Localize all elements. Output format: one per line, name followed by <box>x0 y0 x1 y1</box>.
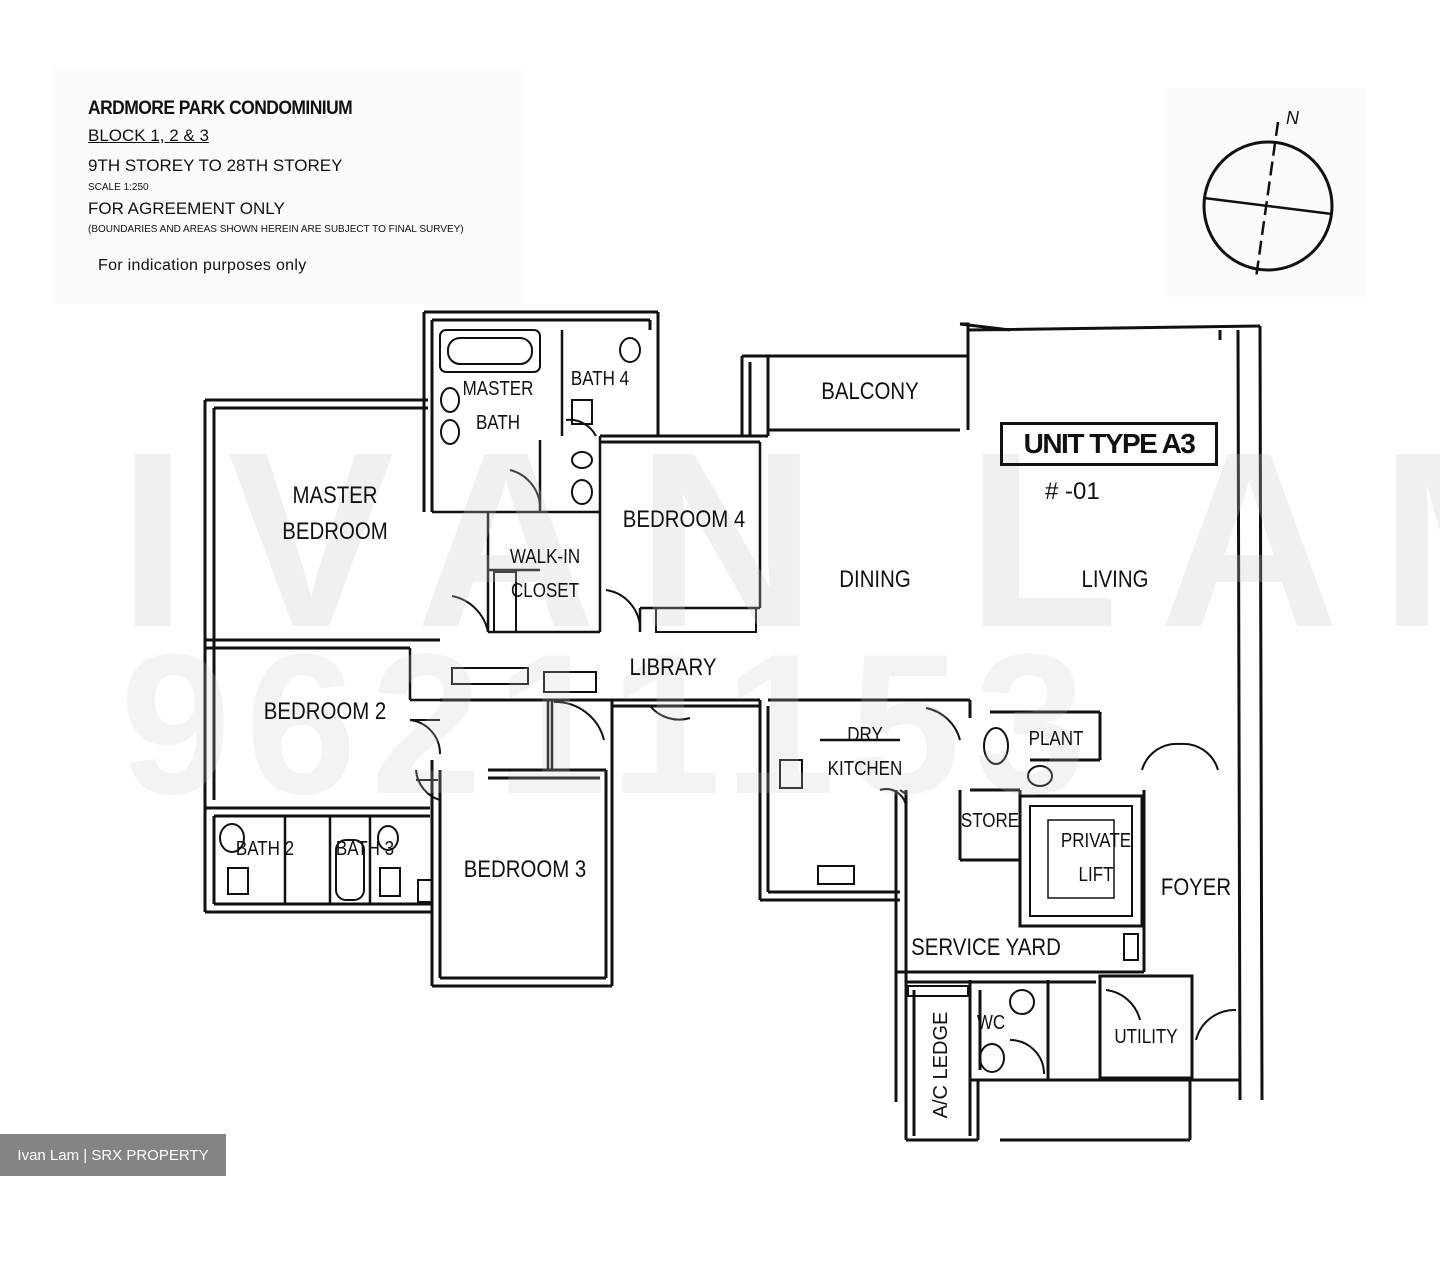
room-dining-label: DINING <box>839 566 911 593</box>
room-master-bath-label-1: MASTER <box>462 378 534 400</box>
room-bath-4-label: BATH 4 <box>570 368 630 390</box>
room-foyer-label: FOYER <box>1160 874 1232 901</box>
door-swings <box>409 418 1237 1075</box>
room-dry-kitchen-label-2: KITCHEN <box>827 758 903 780</box>
room-plant-label: PLANT <box>1028 728 1084 750</box>
room-bedroom-4-label: BEDROOM 4 <box>622 506 746 533</box>
room-library-label: LIBRARY <box>629 654 717 681</box>
north-label: N <box>1286 108 1299 128</box>
room-balcony-label: BALCONY <box>821 378 919 405</box>
north-compass-icon <box>1202 121 1334 279</box>
room-wc-label: WC <box>976 1012 1006 1034</box>
compass-panel <box>1166 88 1366 298</box>
room-private-lift-label-2: LIFT <box>1078 864 1114 886</box>
room-master-bedroom-label-2: BEDROOM <box>282 518 388 545</box>
agent-credit-badge: Ivan Lam | SRX PROPERTY <box>0 1134 226 1176</box>
header-panel <box>52 68 522 304</box>
room-walk-in-label-2: CLOSET <box>510 580 580 602</box>
room-walk-in-label-1: WALK-IN <box>509 546 581 568</box>
room-service-yard-label: SERVICE YARD <box>911 934 1061 961</box>
fixtures <box>219 329 1139 1073</box>
outer-walls <box>203 310 1264 1142</box>
block-label: BLOCK 1, 2 & 3 <box>88 126 209 145</box>
room-bedroom-2-label: BEDROOM 2 <box>263 698 387 725</box>
boundaries-note: (BOUNDARIES AND AREAS SHOWN HEREIN ARE S… <box>88 224 464 235</box>
unit-number: # -01 <box>1045 478 1100 505</box>
room-bedroom-3-label: BEDROOM 3 <box>463 856 587 883</box>
room-store-label: STORE <box>960 810 1020 832</box>
room-master-bedroom-label-1: MASTER <box>292 482 378 509</box>
scale-label: SCALE 1:250 <box>88 182 149 193</box>
room-dry-kitchen-label-1: DRY <box>847 724 883 746</box>
room-living-label: LIVING <box>1081 566 1149 593</box>
indication-note: For indication purposes only <box>98 257 307 274</box>
room-ac-ledge-label: A/C LEDGE <box>930 1011 952 1119</box>
room-bath-3-label: BATH 3 <box>335 838 395 860</box>
room-utility-label: UTILITY <box>1114 1026 1178 1048</box>
room-bath-2-label: BATH 2 <box>235 838 295 860</box>
project-title: ARDMORE PARK CONDOMINIUM <box>88 98 353 119</box>
agreement-label: FOR AGREEMENT ONLY <box>88 199 285 218</box>
storey-label: 9TH STOREY TO 28TH STOREY <box>88 156 343 175</box>
room-master-bath-label-2: BATH <box>475 412 521 434</box>
room-private-lift-label-1: PRIVATE <box>1060 830 1132 852</box>
unit-type-label: UNIT TYPE A3 <box>1000 422 1218 466</box>
